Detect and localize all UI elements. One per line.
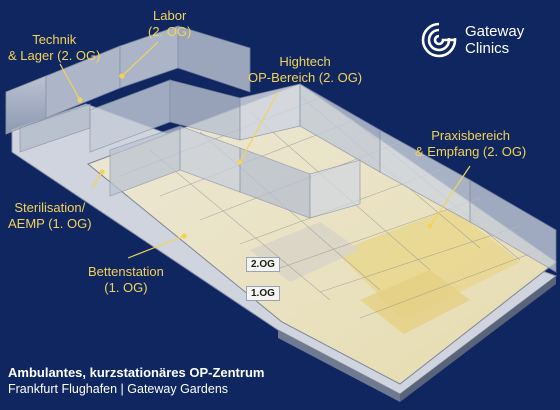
label-sterilisation: Sterilisation/ AEMP (1. OG) [8,200,92,232]
gateway-clinics-logo: Gateway Clinics [419,20,524,60]
label-labor-line2: (2. OG) [148,24,192,39]
label-praxisbereich: Praxisbereich & Empfang (2. OG) [415,128,526,160]
label-hightech-op: Hightech OP-Bereich (2. OG) [248,54,362,86]
label-labor-line1: Labor [153,8,187,23]
gateway-logo-icon [421,22,457,58]
brand-name: Gateway Clinics [465,23,524,57]
label-sterilisation-line2: AEMP (1. OG) [8,216,92,231]
brand-name-line1: Gateway [465,23,525,40]
floor-tag-1og: 1.OG [246,286,280,301]
label-sterilisation-line1: Sterilisation/ [14,200,86,215]
label-hightech-line2: OP-Bereich (2. OG) [248,70,363,85]
label-betten-line1: Bettenstation [88,264,164,279]
caption-title: Ambulantes, kurzstationäres OP-Zentrum [8,365,265,380]
label-praxis-line1: Praxisbereich [431,128,511,143]
label-praxis-line2: & Empfang (2. OG) [415,144,527,159]
label-betten-line2: (1. OG) [104,280,148,295]
label-technik-line1: Technik [32,32,77,47]
label-labor: Labor (2. OG) [148,8,191,40]
floor-tag-2og: 2.OG [246,257,280,272]
caption: Ambulantes, kurzstationäres OP-Zentrum F… [8,364,264,398]
caption-subtitle: Frankfurt Flughafen | Gateway Gardens [8,382,229,396]
label-bettenstation: Bettenstation (1. OG) [88,264,164,296]
label-technik-line2: & Lager (2. OG) [8,48,101,63]
label-hightech-line1: Hightech [279,54,331,69]
label-technik-lager: Technik & Lager (2. OG) [8,32,100,64]
leader-lines [59,41,471,259]
brand-name-line2: Clinics [465,40,510,57]
